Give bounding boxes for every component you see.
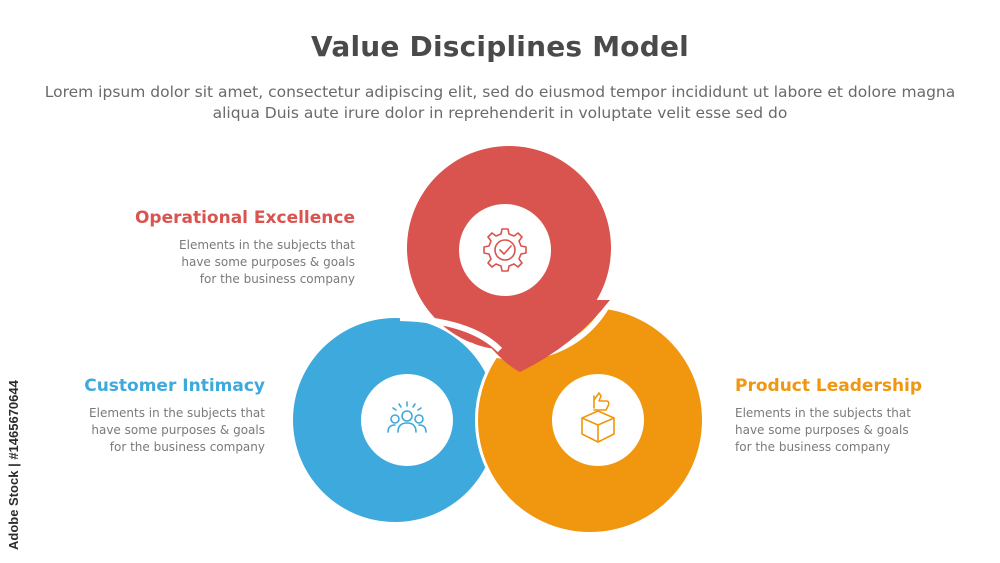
center-operational-excellence bbox=[459, 204, 551, 296]
label-desc-operational-excellence: Elements in the subjects that have some … bbox=[125, 237, 355, 288]
desc-line: have some purposes & goals bbox=[181, 255, 355, 269]
label-desc-customer-intimacy: Elements in the subjects that have some … bbox=[35, 405, 265, 456]
box-thumbs-up-icon bbox=[581, 392, 615, 443]
desc-line: Elements in the subjects that bbox=[89, 406, 265, 420]
desc-line: have some purposes & goals bbox=[735, 423, 909, 437]
label-title-product-leadership: Product Leadership bbox=[735, 376, 923, 396]
desc-line: for the business company bbox=[109, 440, 265, 454]
people-group-icon bbox=[387, 401, 427, 433]
page-title: Value Disciplines Model bbox=[311, 30, 689, 63]
desc-line: Elements in the subjects that bbox=[179, 238, 355, 252]
label-title-operational-excellence: Operational Excellence bbox=[134, 208, 355, 228]
stock-watermark-text: Adobe Stock | #1465670644 bbox=[6, 380, 21, 550]
center-product-leadership bbox=[552, 374, 644, 466]
page-subtitle: Lorem ipsum dolor sit amet, consectetur … bbox=[44, 83, 956, 122]
desc-line: for the business company bbox=[199, 272, 355, 286]
label-title-customer-intimacy: Customer Intimacy bbox=[84, 376, 265, 396]
desc-line: for the business company bbox=[735, 440, 891, 454]
desc-line: have some purposes & goals bbox=[91, 423, 265, 437]
gear-check-icon bbox=[483, 228, 527, 272]
center-customer-intimacy bbox=[361, 374, 453, 466]
desc-line: Elements in the subjects that bbox=[735, 406, 911, 420]
label-desc-product-leadership: Elements in the subjects that have some … bbox=[735, 405, 965, 456]
